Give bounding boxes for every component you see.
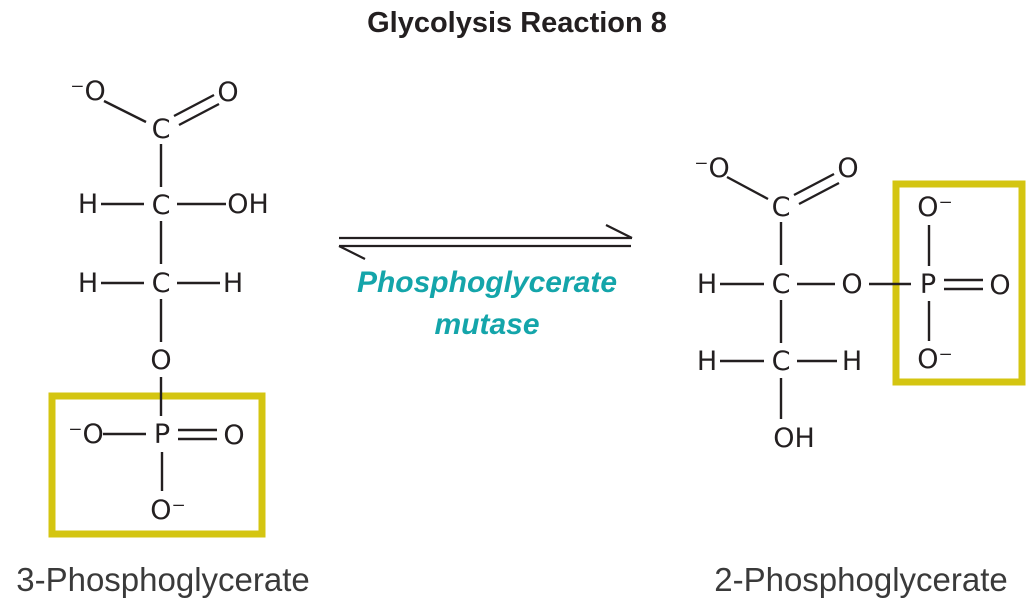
atom-label: C <box>152 190 171 221</box>
double-bond <box>798 181 840 206</box>
atom-label: H <box>697 269 717 300</box>
phosphate-highlight-box-left <box>48 392 266 538</box>
atom-label: C <box>772 269 791 300</box>
double-bond <box>173 93 215 118</box>
equilibrium-arrows <box>338 224 633 260</box>
atom-label: OH <box>227 189 269 220</box>
left-molecule-bonds <box>101 93 226 491</box>
right-molecule-name: 2-Phosphoglycerate <box>714 561 1008 598</box>
atom-label: H <box>697 346 717 377</box>
figure-title: Glycolysis Reaction 8 <box>367 7 667 39</box>
right-molecule-atoms: ⁻O O C H C O P O O⁻ H C H O⁻ OH <box>694 153 1010 454</box>
atom-label: C <box>772 346 791 377</box>
atom-label: O <box>837 153 858 184</box>
atom-label: ⁻O <box>68 419 104 450</box>
atom-label: H <box>78 189 98 220</box>
atom-label: H <box>223 268 243 299</box>
atom-label: C <box>152 268 171 299</box>
enzyme-name-line2: mutase <box>434 308 540 341</box>
atom-label: ⁻O <box>694 153 730 184</box>
atom-label: C <box>772 192 791 223</box>
double-bond <box>793 172 835 197</box>
bond <box>726 175 769 201</box>
atom-label: H <box>842 346 862 377</box>
atom-label: O <box>841 269 862 300</box>
double-bond <box>178 102 220 127</box>
atom-label: P <box>920 269 936 300</box>
atom-label: O⁻ <box>917 192 953 223</box>
atom-label: OH <box>773 423 815 454</box>
atom-label: P <box>154 419 170 450</box>
forward-arrowhead <box>605 224 633 239</box>
atom-label: O <box>989 270 1010 301</box>
atom-label: O⁻ <box>917 344 953 375</box>
atom-label: O <box>150 345 171 376</box>
left-molecule-atoms: ⁻O O C H C OH H C H O ⁻O P O O⁻ <box>68 76 269 526</box>
atom-label: O⁻ <box>150 495 186 526</box>
enzyme-name-line1: Phosphoglycerate <box>356 266 618 299</box>
bond <box>103 99 147 124</box>
atom-label: C <box>152 114 171 145</box>
atom-label: O <box>223 420 244 451</box>
left-molecule-name: 3-Phosphoglycerate <box>16 561 310 598</box>
right-molecule-bonds <box>720 172 983 419</box>
atom-label: O <box>217 77 238 108</box>
atom-label: H <box>78 268 98 299</box>
reverse-arrowhead <box>338 245 366 260</box>
atom-label: ⁻O <box>70 76 106 107</box>
